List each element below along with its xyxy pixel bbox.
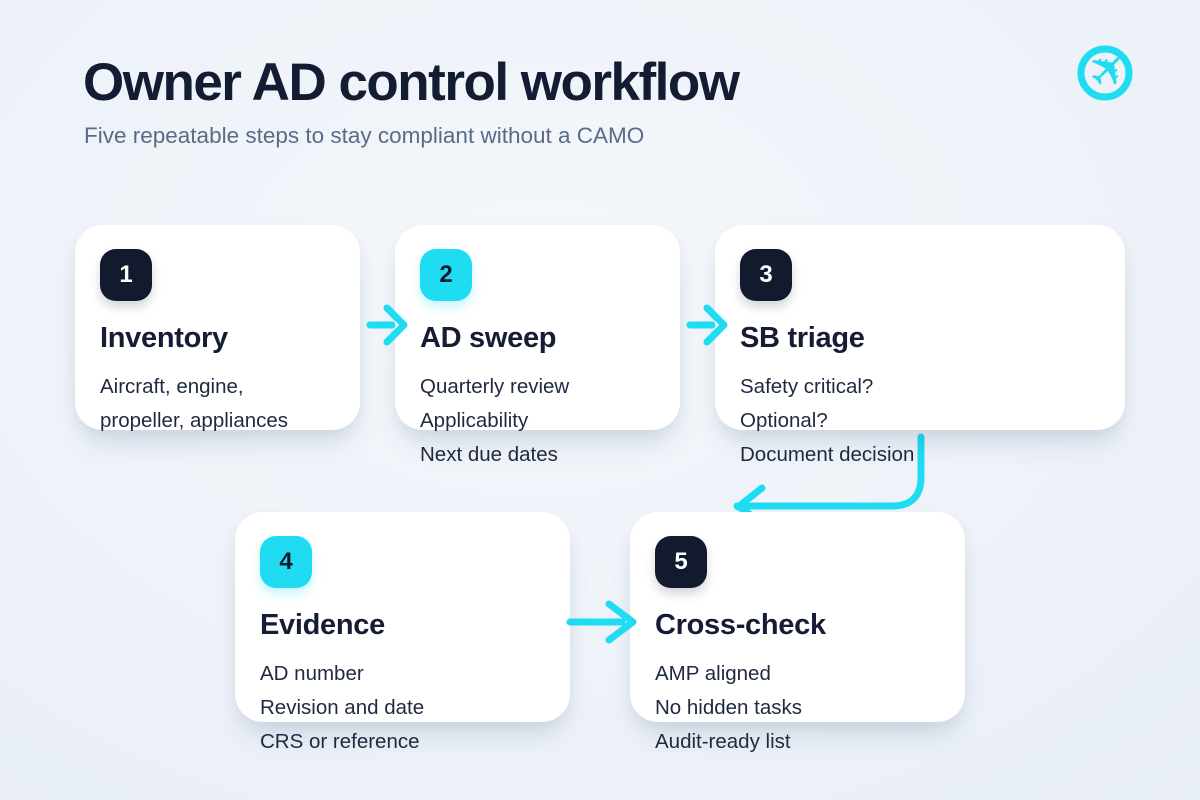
- step-detail-line: Applicability: [420, 409, 529, 432]
- step-card-inventory: 1 Inventory Aircraft, engine, propeller,…: [75, 225, 360, 432]
- step-title: Evidence: [260, 609, 385, 641]
- step-number: 1: [119, 261, 133, 288]
- step-detail-line: No hidden tasks: [655, 696, 803, 719]
- step-detail-line: propeller, appliances: [100, 409, 289, 432]
- step-title: Cross-check: [655, 609, 826, 641]
- step-number: 5: [674, 548, 688, 575]
- step-title: SB triage: [740, 322, 865, 354]
- step-card-evidence: 4 Evidence AD number Revision and date C…: [235, 512, 570, 753]
- step-details: AMP aligned No hidden tasks Audit-ready …: [655, 657, 965, 759]
- step-number-badge: 4: [260, 536, 312, 588]
- step-details: Safety critical? Optional? Document deci…: [740, 370, 1125, 472]
- step-detail-line: AMP aligned: [655, 662, 771, 685]
- step-number: 2: [439, 261, 453, 288]
- page-title: Owner AD control workflow: [83, 53, 740, 112]
- step-title: AD sweep: [420, 322, 557, 354]
- step-detail-line: Document decision: [740, 443, 915, 466]
- step-details: AD number Revision and date CRS or refer…: [260, 657, 570, 759]
- step-number: 4: [279, 548, 293, 575]
- airplane-logo-icon: ✈: [1076, 37, 1143, 104]
- step-number: 3: [759, 261, 773, 288]
- step-detail-line: Next due dates: [420, 443, 558, 466]
- step-detail-line: AD number: [260, 662, 364, 685]
- step-card-ad-sweep: 2 AD sweep Quarterly review Applicabilit…: [395, 225, 680, 466]
- step-detail-line: Optional?: [740, 409, 828, 432]
- step-detail-line: Revision and date: [260, 696, 425, 719]
- step-detail-line: CRS or reference: [260, 730, 420, 753]
- step-title: Inventory: [100, 322, 228, 354]
- step-number-badge: 1: [100, 249, 152, 301]
- step-number-badge: 2: [420, 249, 472, 301]
- step-number-badge: 3: [740, 249, 792, 301]
- step-details: Aircraft, engine, propeller, appliances: [100, 370, 360, 438]
- arrow-right-icon: [566, 600, 637, 644]
- step-detail-line: Quarterly review: [420, 375, 570, 398]
- step-detail-line: Audit-ready list: [655, 730, 791, 753]
- step-card-sb-triage: 3 SB triage Safety critical? Optional? D…: [715, 225, 1125, 466]
- step-detail-line: Safety critical?: [740, 375, 874, 398]
- step-details: Quarterly review Applicability Next due …: [420, 370, 680, 472]
- step-card-cross-check: 5 Cross-check AMP aligned No hidden task…: [630, 512, 965, 753]
- svg-text:✈: ✈: [1076, 37, 1143, 104]
- page-subtitle: Five repeatable steps to stay compliant …: [84, 123, 645, 148]
- step-number-badge: 5: [655, 536, 707, 588]
- step-detail-line: Aircraft, engine,: [100, 375, 244, 398]
